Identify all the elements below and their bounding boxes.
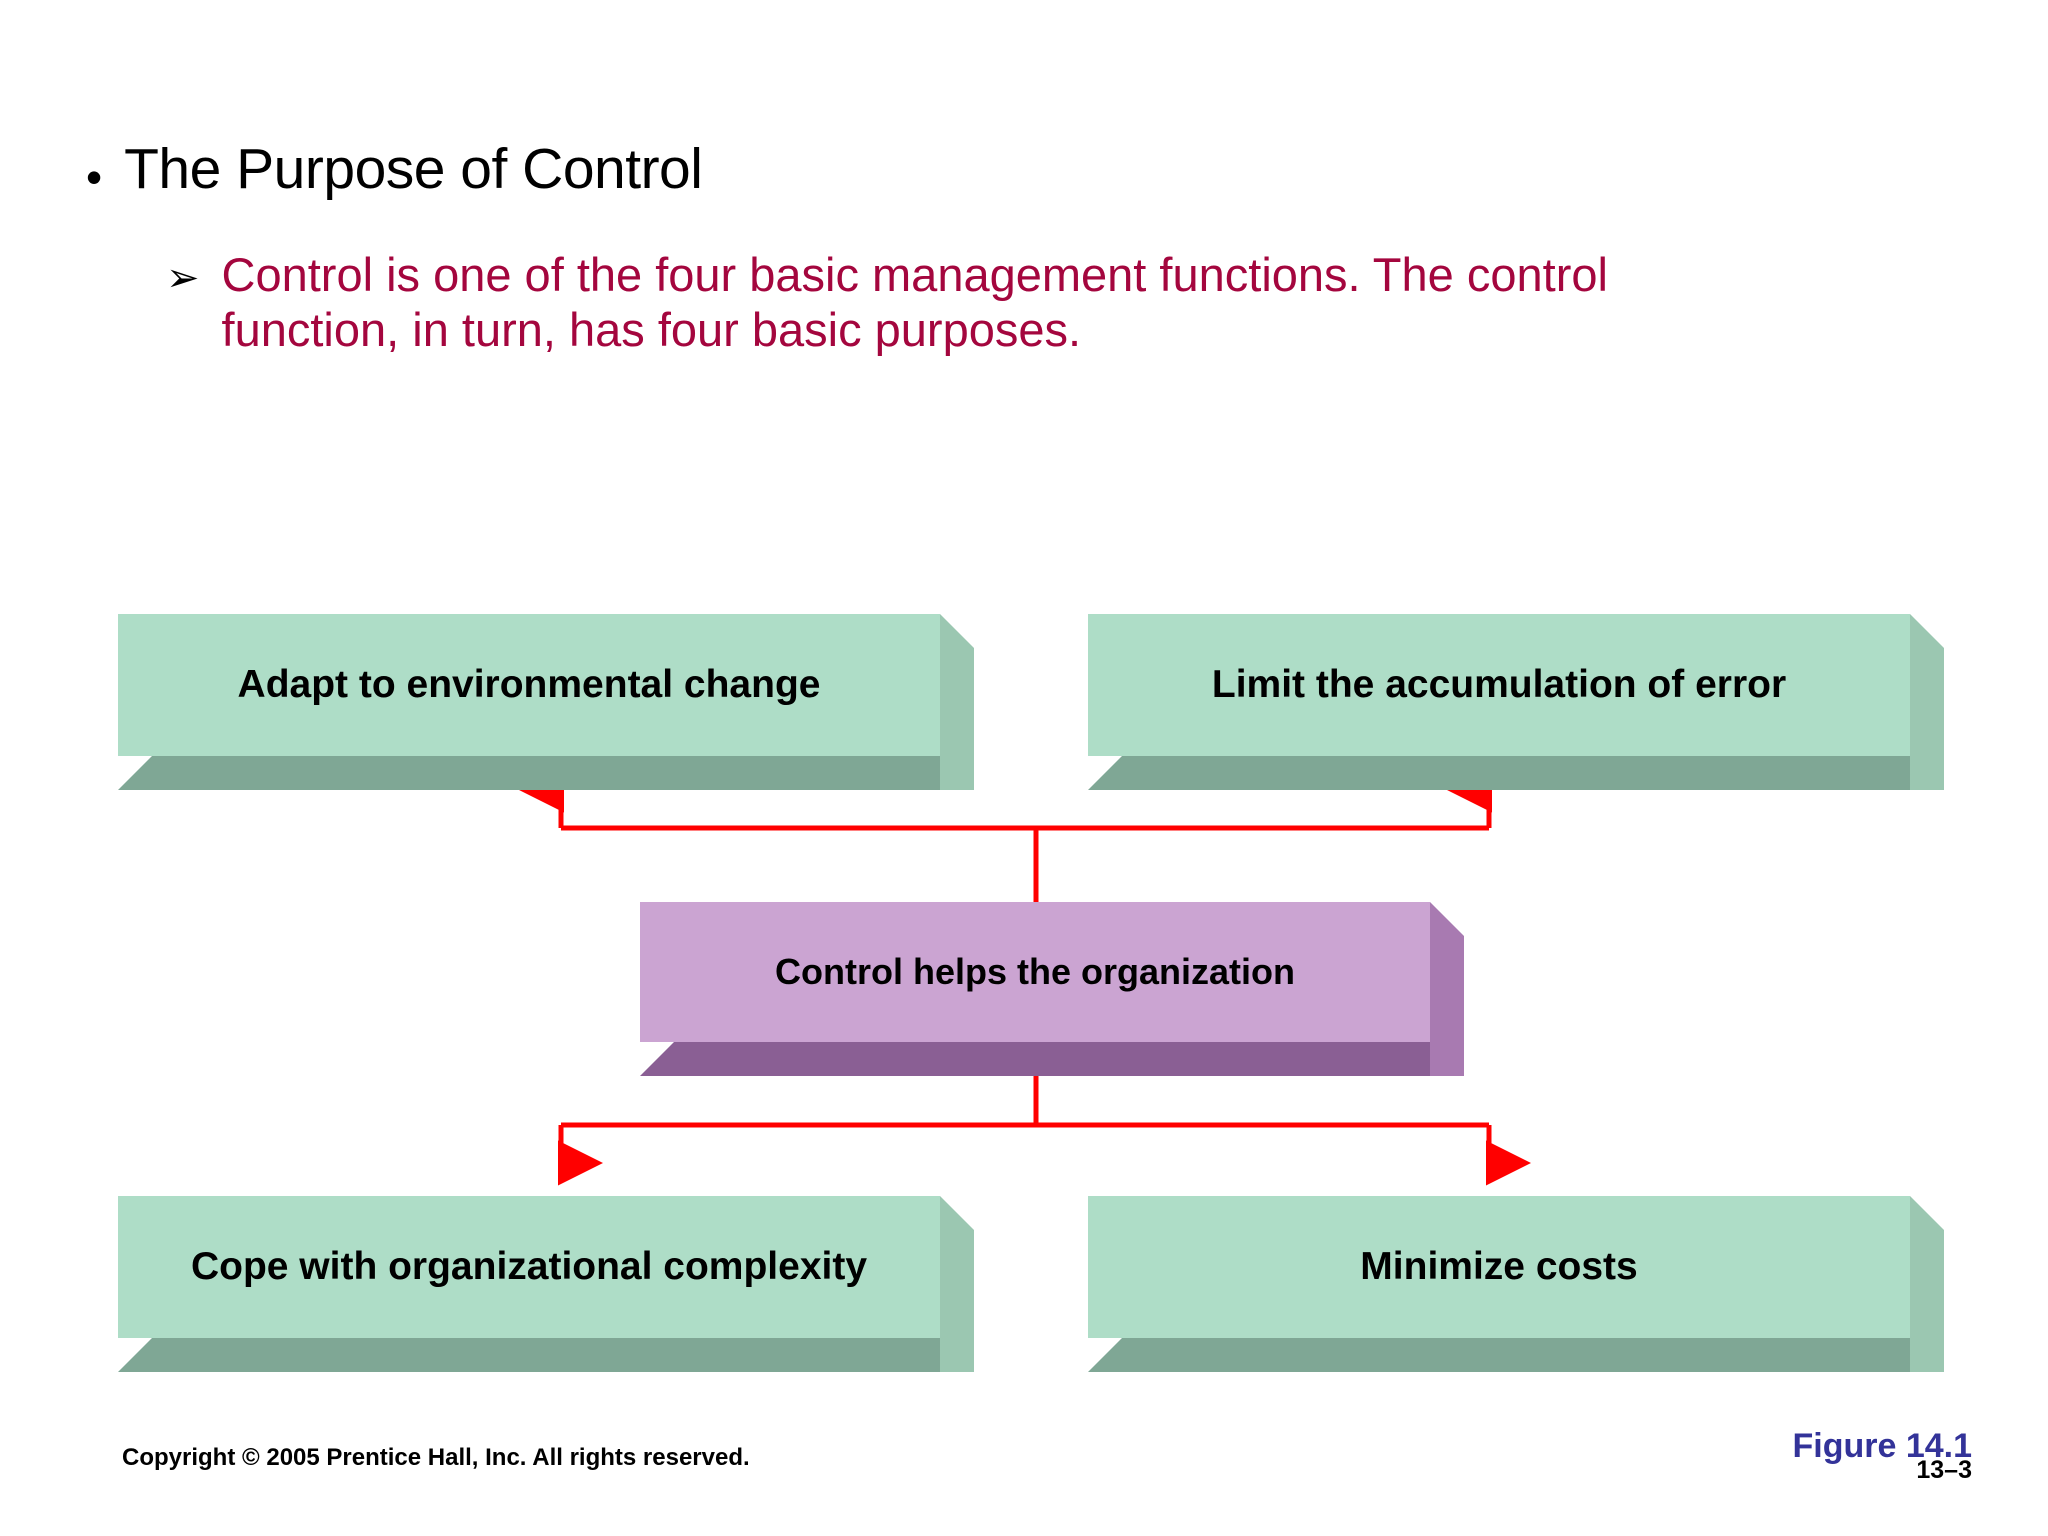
- outcome-box-label: Cope with organizational complexity: [190, 1245, 868, 1288]
- slide-subtitle: Control is one of the four basic managem…: [221, 248, 1608, 356]
- outcome-box-label: Minimize costs: [1360, 1245, 1638, 1288]
- outcome-box-label: Limit the accumulation of error: [1211, 663, 1787, 706]
- figure-caption: Figure 14.1: [1792, 1427, 1972, 1465]
- outcome-box-limit-accumulation-of-error[interactable]: Limit the accumulation of error: [1088, 614, 1910, 756]
- bullet-icon: •: [86, 151, 103, 203]
- slide-title-row: • The Purpose of Control: [86, 137, 703, 203]
- center-box-control-helps-the-organization[interactable]: Control helps the organization: [640, 902, 1430, 1042]
- slide-subtitle-row: ➢ Control is one of the four basic manag…: [166, 248, 1786, 358]
- outcome-box-cope-with-organizational-complexity[interactable]: Cope with organizational complexity: [118, 1196, 940, 1338]
- outcome-box-label: Adapt to environmental change: [237, 663, 821, 706]
- copyright-notice: Copyright © 2005 Prentice Hall, Inc. All…: [122, 1444, 750, 1471]
- outcome-box-adapt-to-environmental-change[interactable]: Adapt to environmental change: [118, 614, 940, 756]
- slide-number: 13–3: [1916, 1456, 1972, 1484]
- center-box-label: Control helps the organization: [775, 951, 1295, 992]
- outcome-box-minimize-costs[interactable]: Minimize costs: [1088, 1196, 1910, 1338]
- arrow-bullet-icon: ➢: [166, 256, 200, 300]
- page-title: The Purpose of Control: [124, 137, 703, 201]
